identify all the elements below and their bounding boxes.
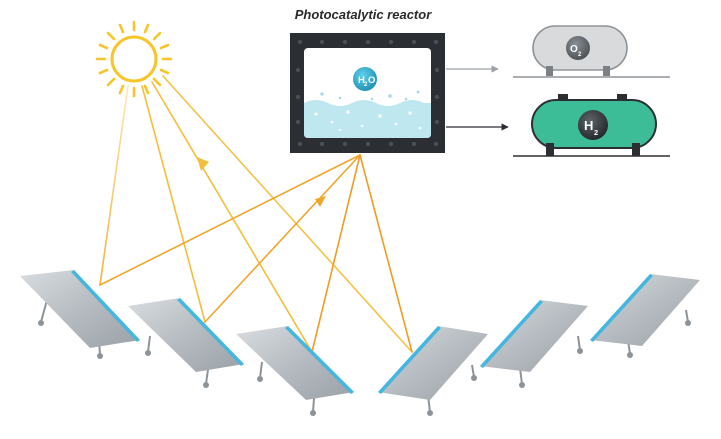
hydrogen-tank: H 2: [513, 94, 670, 157]
svg-text:O: O: [368, 75, 375, 86]
oxygen-tank: O 2: [513, 25, 670, 78]
solar-panel-5: [480, 300, 588, 388]
svg-text:O: O: [570, 44, 578, 55]
ray-sun-to-panel-1: [99, 85, 129, 286]
svg-text:2: 2: [594, 128, 598, 137]
oxygen-molecule-icon: O 2: [566, 36, 590, 60]
ray-reflect-2: [204, 154, 361, 323]
solar-panel-2: [128, 298, 244, 388]
solar-panel-3: [236, 326, 354, 416]
solar-panel-1: [20, 270, 140, 359]
solar-panel-4: [378, 326, 488, 416]
ray-arrowhead-1: [197, 157, 209, 171]
ray-reflect-3: [311, 154, 361, 353]
sun-icon: [95, 20, 173, 98]
ray-reflect-4: [359, 154, 413, 353]
svg-text:H: H: [584, 118, 593, 133]
solar-panels: [20, 270, 700, 416]
reactor-water: [304, 100, 431, 138]
ray-arrowhead-2: [315, 196, 326, 207]
svg-text:2: 2: [364, 82, 368, 88]
ray-reflect-1: [99, 154, 361, 286]
ray-sun-to-panel-3: [151, 81, 313, 353]
svg-text:2: 2: [578, 52, 582, 58]
solar-panel-6: [590, 274, 700, 358]
ray-sun-to-panel-2: [141, 85, 206, 323]
hydrogen-molecule-icon: H 2: [578, 110, 608, 140]
water-molecule-icon: H 2 O: [353, 67, 377, 91]
reactor-title: Photocatalytic reactor: [295, 7, 432, 22]
photocatalytic-reactor: H 2 O: [290, 33, 445, 153]
ray-sun-to-panel-4: [162, 75, 413, 353]
svg-text:H: H: [358, 75, 365, 86]
light-rays: [99, 75, 413, 353]
